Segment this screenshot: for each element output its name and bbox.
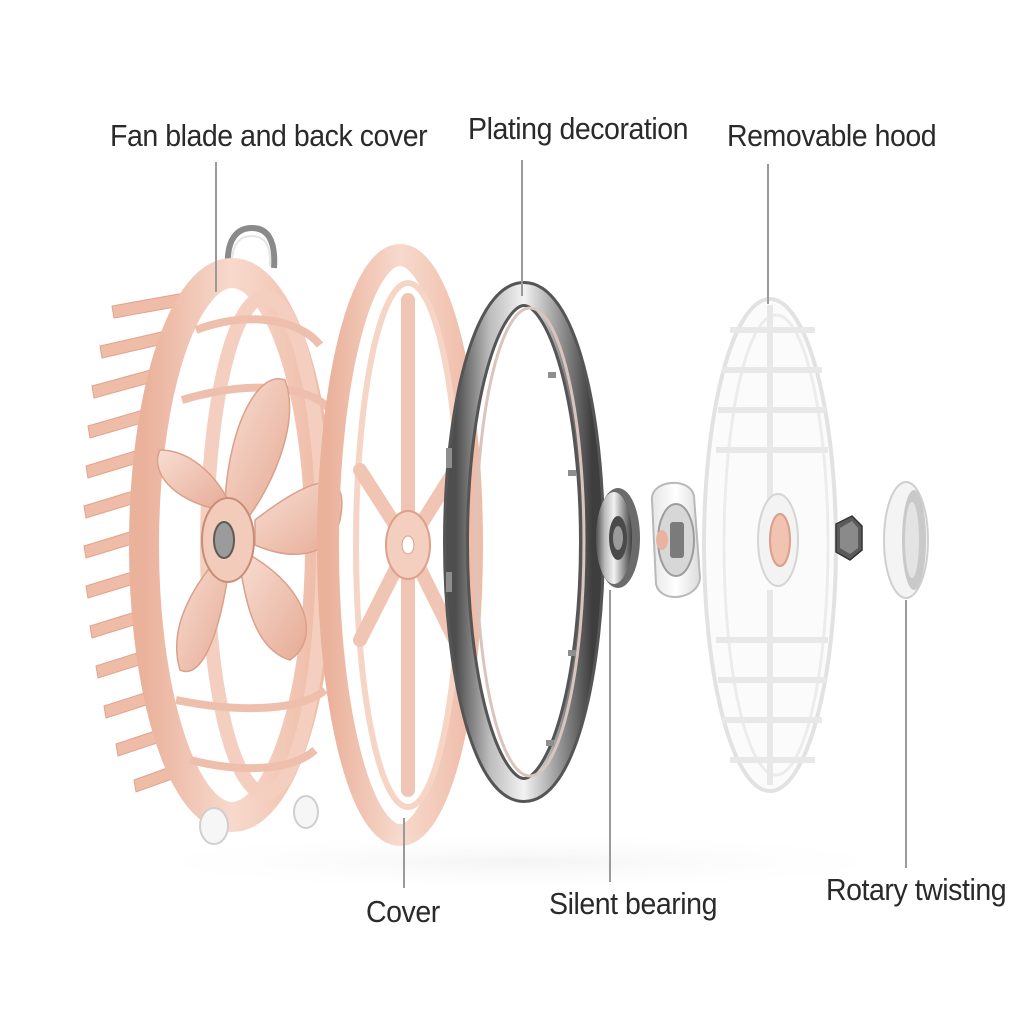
silent-bearing <box>596 488 640 588</box>
coupling-part <box>652 483 700 597</box>
label-silent-bearing: Silent bearing <box>549 886 717 922</box>
label-rotary-twisting: Rotary twisting <box>826 872 1006 908</box>
label-removable-hood: Removable hood <box>727 118 936 154</box>
label-cover: Cover <box>366 894 440 930</box>
label-fan-blade-back-cover: Fan blade and back cover <box>110 118 427 154</box>
removable-hood <box>704 299 836 791</box>
fan-back-cover <box>84 228 342 844</box>
plating-ring <box>446 294 592 790</box>
rotary-knob <box>884 482 928 598</box>
label-plating-decoration: Plating decoration <box>468 111 688 147</box>
nut <box>836 516 862 560</box>
